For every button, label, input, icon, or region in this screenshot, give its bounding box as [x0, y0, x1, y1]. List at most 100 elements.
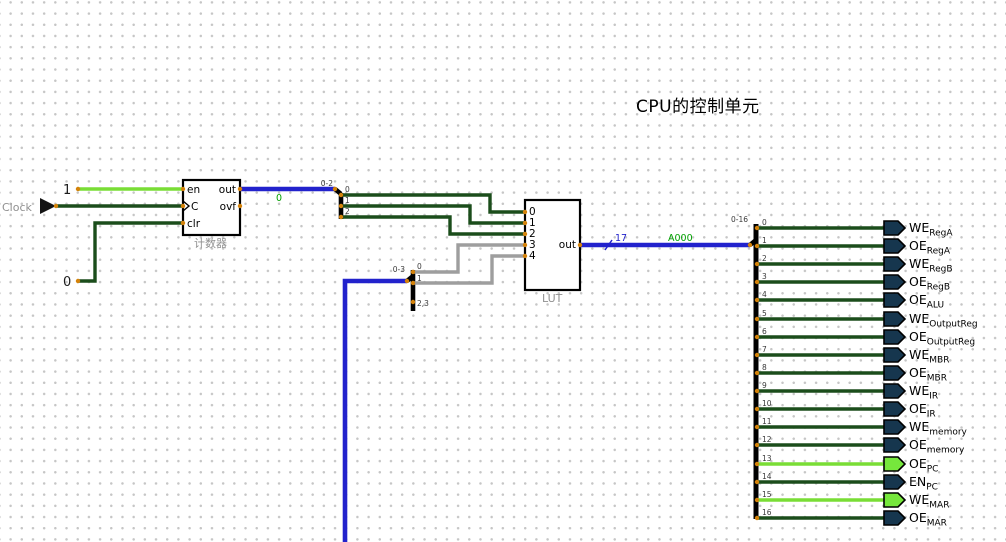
lut-pin-3: 3 — [529, 239, 536, 251]
pin-dot — [180, 186, 186, 192]
output-row-we-ir: 9 WEIR — [754, 381, 938, 402]
pin-dot — [522, 209, 528, 215]
splitter-leg-dot — [754, 497, 760, 503]
pin-dot — [522, 242, 528, 248]
splitter-aux-leg-23: 2,3 — [417, 299, 429, 308]
output-pin-oe-rega[interactable] — [883, 238, 907, 254]
output-pin-we-outputreg[interactable] — [883, 311, 907, 327]
output-label: WEIR — [909, 383, 938, 402]
wire-bit2-to-lut[interactable] — [341, 215, 525, 236]
lut-pin-0: 0 — [529, 206, 536, 218]
pin-dot — [180, 203, 186, 209]
splitter-leg-dot — [754, 388, 760, 394]
splitter-leg-number: 12 — [762, 435, 772, 444]
constant-one[interactable]: 1 — [63, 183, 71, 198]
lut-pin-2: 2 — [529, 228, 536, 240]
splitter-leg-dot — [754, 424, 760, 430]
output-pin-oe-regb[interactable] — [883, 274, 907, 290]
output-label: WEmemory — [909, 419, 968, 438]
output-pin-we-mar[interactable] — [883, 492, 907, 508]
output-label: ENPC — [909, 474, 938, 493]
splitter-leg-number: 2 — [762, 254, 767, 263]
output-label: WEOutputReg — [909, 311, 978, 330]
splitter-aux-leg-0: 0 — [417, 262, 422, 271]
output-label: OEMAR — [909, 510, 947, 529]
pin-dot — [410, 269, 416, 275]
pin-dot — [747, 242, 753, 248]
output-label: OERegA — [909, 238, 951, 257]
counter-name: 计数器 — [194, 237, 227, 250]
clock-edge-icon — [182, 200, 191, 212]
splitter-aux[interactable]: 0-3 0 1 2,3 — [393, 262, 429, 311]
splitter-leg-number: 14 — [762, 472, 772, 481]
output-label: OEPC — [909, 456, 938, 475]
splitter-leg-dot — [754, 461, 760, 467]
splitter-output[interactable]: 0-16 — [731, 215, 759, 519]
pin-dot — [338, 214, 344, 220]
output-pin-oe-mar[interactable] — [883, 510, 907, 526]
wire-zero-to-clr[interactable] — [78, 221, 183, 283]
output-pin-oe-mbr[interactable] — [883, 365, 907, 381]
output-pin-oe-ir[interactable] — [883, 401, 907, 417]
output-row-we-memory: 11 WEmemory — [754, 417, 968, 438]
lut-component[interactable]: 0 1 2 3 4 out LUT — [523, 198, 582, 305]
splitter-main[interactable]: 0-2 0 1 2 — [321, 179, 350, 219]
output-pin-oe-pc[interactable] — [883, 456, 907, 472]
bus-width-label: 17 — [615, 233, 627, 244]
splitter-leg-dot — [754, 442, 760, 448]
wire-aux-bit0-to-lut[interactable] — [413, 243, 525, 274]
splitter-leg-dot — [754, 225, 760, 231]
wire-bit1-to-lut[interactable] — [341, 204, 525, 225]
splitter-leg-number: 3 — [762, 272, 767, 281]
splitter-leg-dot — [754, 279, 760, 285]
counter-component[interactable]: en out C ovf clr 计数器 — [181, 178, 242, 250]
clock-label: Clock — [2, 201, 33, 214]
lut-box[interactable] — [523, 198, 582, 292]
splitter-leg-number: 0 — [762, 218, 767, 227]
output-pin-we-ir[interactable] — [883, 383, 907, 399]
output-pin-we-rega[interactable] — [883, 220, 907, 236]
wire-bit0-to-lut[interactable] — [341, 193, 525, 214]
splitter-leg-number: 15 — [762, 490, 772, 499]
output-pin-oe-outputreg[interactable] — [883, 329, 907, 345]
output-label: OEmemory — [909, 437, 965, 456]
splitter-leg-number: 11 — [762, 417, 772, 426]
wire-aux-bit1-to-lut[interactable] — [413, 254, 525, 285]
splitter-leg-number: 16 — [762, 508, 772, 517]
pin-dot — [53, 203, 59, 209]
output-pin-we-mbr[interactable] — [883, 347, 907, 363]
clock-component[interactable]: Clock — [2, 198, 56, 214]
splitter-leg-number: 5 — [762, 309, 767, 318]
counter-pin-ovf: ovf — [220, 201, 237, 213]
constant-zero[interactable]: 0 — [63, 275, 71, 290]
wire-aux-bus[interactable] — [342, 278, 407, 542]
splitter-main-range: 0-2 — [321, 179, 333, 188]
output-label: OEIR — [909, 401, 936, 420]
bus-value-label: A000 — [668, 233, 693, 244]
splitter-aux-leg-1: 1 — [417, 274, 422, 283]
splitter-leg-dot — [754, 479, 760, 485]
pin-dot — [237, 186, 243, 192]
output-label: OEOutputReg — [909, 329, 975, 348]
splitter-leg-number: 8 — [762, 363, 767, 372]
output-pin-oe-memory[interactable] — [883, 437, 907, 453]
output-pin-en-pc[interactable] — [883, 474, 907, 490]
output-pin-oe-alu[interactable] — [883, 292, 907, 308]
splitter-main-leg-1: 1 — [345, 196, 350, 205]
splitter-main-leg-0: 0 — [345, 185, 350, 194]
splitter-leg-number: 9 — [762, 381, 767, 390]
counter-pin-clk: C — [191, 201, 198, 213]
output-pin-we-regb[interactable] — [883, 256, 907, 272]
counter-out-value: 0 — [276, 193, 282, 204]
output-row-we-outputreg: 5 WEOutputReg — [754, 309, 978, 330]
splitter-output-range: 0-16 — [731, 215, 748, 224]
output-label: WEMBR — [909, 347, 949, 366]
lut-pin-1: 1 — [529, 217, 536, 229]
output-pin-we-memory[interactable] — [883, 419, 907, 435]
